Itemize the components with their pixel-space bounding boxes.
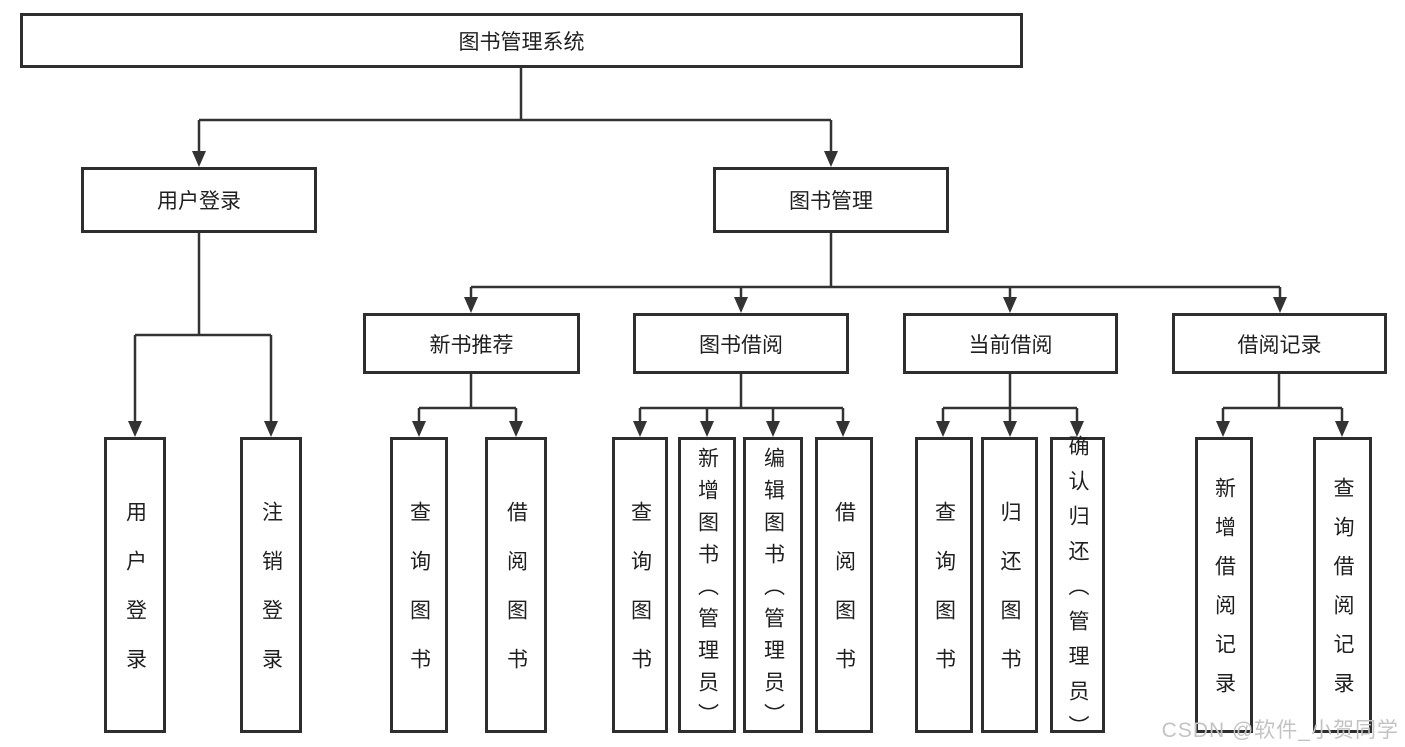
node-leaf-logout: 注销登录 [240,437,302,733]
node-leaf-user-login: 用户登录 [104,437,166,733]
node-label: 借阅图书 [504,501,528,697]
node-book-borrowing: 图书借阅 [633,313,849,374]
node-leaf-edit-book-admin: 编辑图书（管理员） [743,437,803,735]
node-label: 注销登录 [259,501,283,697]
node-leaf-add-borrow-record: 新增借阅记录 [1195,437,1253,733]
tree-edges [133,68,1344,426]
node-label: 新书推荐 [429,333,514,357]
node-label: 用户登录 [123,501,147,697]
node-label: 新增图书（管理员） [695,446,719,735]
node-leaf-add-book-admin: 新增图书（管理员） [678,437,736,735]
node-book-management: 图书管理 [713,167,949,233]
node-label: 图书管理系统 [458,30,585,54]
node-label: 编辑图书（管理员） [761,446,785,735]
node-label: 确认归还（管理员） [1066,434,1089,747]
node-label: 查询图书 [407,501,431,697]
node-leaf-borrow-books-recommend: 借阅图书 [485,437,547,733]
node-label: 借阅图书 [832,501,856,697]
node-current-borrowing: 当前借阅 [903,313,1118,374]
node-library-management-system: 图书管理系统 [20,13,1023,68]
node-label: 查询借阅记录 [1331,477,1354,711]
node-label: 图书管理 [789,190,873,213]
node-leaf-query-books-recommend: 查询图书 [390,437,448,733]
node-borrowing-records: 借阅记录 [1172,313,1387,374]
node-leaf-query-borrow-record: 查询借阅记录 [1313,437,1372,733]
node-new-book-recommend: 新书推荐 [363,313,580,374]
node-label: 图书借阅 [699,333,783,357]
node-label: 新增借阅记录 [1212,477,1236,711]
node-label: 借阅记录 [1237,333,1322,357]
node-leaf-borrow-books: 借阅图书 [815,437,873,733]
node-label: 当前借阅 [968,333,1053,357]
node-leaf-query-books-current: 查询图书 [915,437,973,733]
node-label: 查询图书 [628,501,652,697]
watermark-text: CSDN @软件_小贺同学 [1161,719,1399,742]
node-label: 归还图书 [998,501,1021,697]
node-label: 用户登录 [157,190,241,213]
node-leaf-return-books: 归还图书 [981,437,1038,733]
node-user-login: 用户登录 [81,167,317,233]
node-leaf-query-books-borrowing: 查询图书 [612,437,668,733]
node-leaf-confirm-return-admin: 确认归还（管理员） [1050,435,1105,747]
node-label: 查询图书 [932,501,956,697]
